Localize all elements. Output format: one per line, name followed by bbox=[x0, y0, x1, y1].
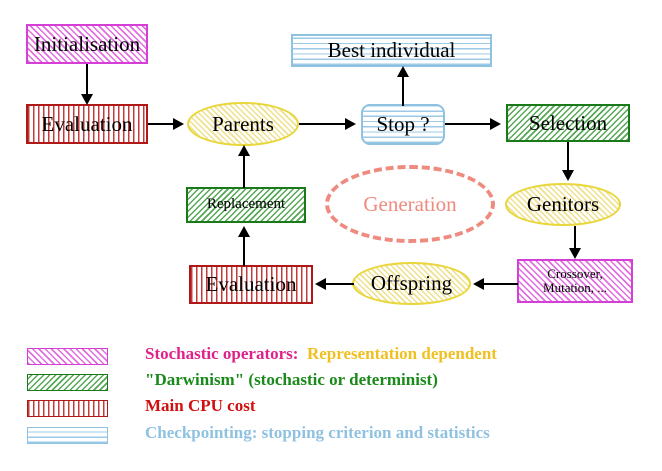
arrowhead-crossover-to-offspring-icon bbox=[473, 278, 484, 290]
node-evaluation-top[interactable]: Evaluation bbox=[26, 104, 148, 144]
edge-stop-to-selection bbox=[445, 123, 492, 125]
arrowhead-evaluation-to-replacement-icon bbox=[238, 226, 250, 237]
node-stop-decision[interactable]: Stop ? bbox=[361, 104, 445, 145]
arrowhead-replacement-to-parents-icon bbox=[238, 145, 250, 156]
legend-text-primary: Stochastic operators: bbox=[145, 344, 299, 363]
crossover-line-1: Crossover, bbox=[547, 266, 603, 282]
arrowhead-offspring-to-evaluation-icon bbox=[315, 278, 326, 290]
node-parents[interactable]: Parents bbox=[187, 102, 299, 146]
edge-evaluation-to-parents bbox=[148, 123, 178, 125]
arrowhead-genitors-to-crossover-icon bbox=[569, 248, 581, 259]
node-selection[interactable]: Selection bbox=[506, 104, 630, 142]
node-evaluation-bottom[interactable]: Evaluation bbox=[189, 265, 313, 304]
edge-evaluation-to-replacement bbox=[243, 231, 245, 266]
edge-selection-to-genitors bbox=[567, 142, 569, 174]
node-generation-loop-label: Generation bbox=[325, 165, 495, 243]
arrowhead-selection-to-genitors-icon bbox=[562, 170, 574, 181]
legend-swatch-checkpointing bbox=[27, 427, 108, 444]
legend-swatch-darwinism bbox=[27, 374, 108, 391]
edge-crossover-to-offspring bbox=[480, 283, 518, 285]
node-genitors[interactable]: Genitors bbox=[505, 183, 621, 226]
arrowhead-evaluation-to-parents-icon bbox=[173, 118, 184, 130]
edge-offspring-to-evaluation bbox=[322, 283, 354, 285]
legend-label-checkpointing: Checkpointing: stopping criterion and st… bbox=[145, 423, 490, 442]
legend-label-main-cpu-cost: Main CPU cost bbox=[145, 396, 256, 415]
edge-parents-to-stop bbox=[299, 123, 348, 125]
node-best-individual[interactable]: Best individual bbox=[291, 34, 492, 67]
legend: Stochastic operators: Representation dep… bbox=[0, 340, 662, 471]
node-offspring[interactable]: Offspring bbox=[352, 262, 471, 305]
legend-text-secondary: Representation dependent bbox=[306, 344, 497, 363]
node-crossover-mutation[interactable]: Crossover, Mutation, ... bbox=[517, 259, 633, 303]
crossover-line-2: Mutation, ... bbox=[543, 280, 607, 295]
edge-stop-to-best-individual bbox=[402, 70, 404, 106]
legend-label-stochastic-operators: Stochastic operators: Representation dep… bbox=[145, 344, 497, 364]
legend-swatch-stochastic-operators bbox=[27, 348, 108, 365]
arrowhead-parents-to-stop-icon bbox=[345, 118, 356, 130]
arrowhead-stop-to-selection-icon bbox=[490, 118, 501, 130]
legend-label-darwinism: "Darwinism" (stochastic or determinist) bbox=[145, 370, 438, 389]
edge-genitors-to-crossover bbox=[574, 226, 576, 251]
arrowhead-initialisation-to-evaluation-icon bbox=[81, 94, 93, 105]
node-replacement[interactable]: Replacement bbox=[186, 187, 306, 223]
arrowhead-stop-to-best-individual-icon bbox=[397, 66, 409, 77]
edge-initialisation-to-evaluation bbox=[86, 64, 88, 97]
legend-swatch-main-cpu-cost bbox=[27, 400, 108, 417]
node-initialisation[interactable]: Initialisation bbox=[26, 24, 148, 64]
edge-replacement-to-parents bbox=[243, 152, 245, 188]
